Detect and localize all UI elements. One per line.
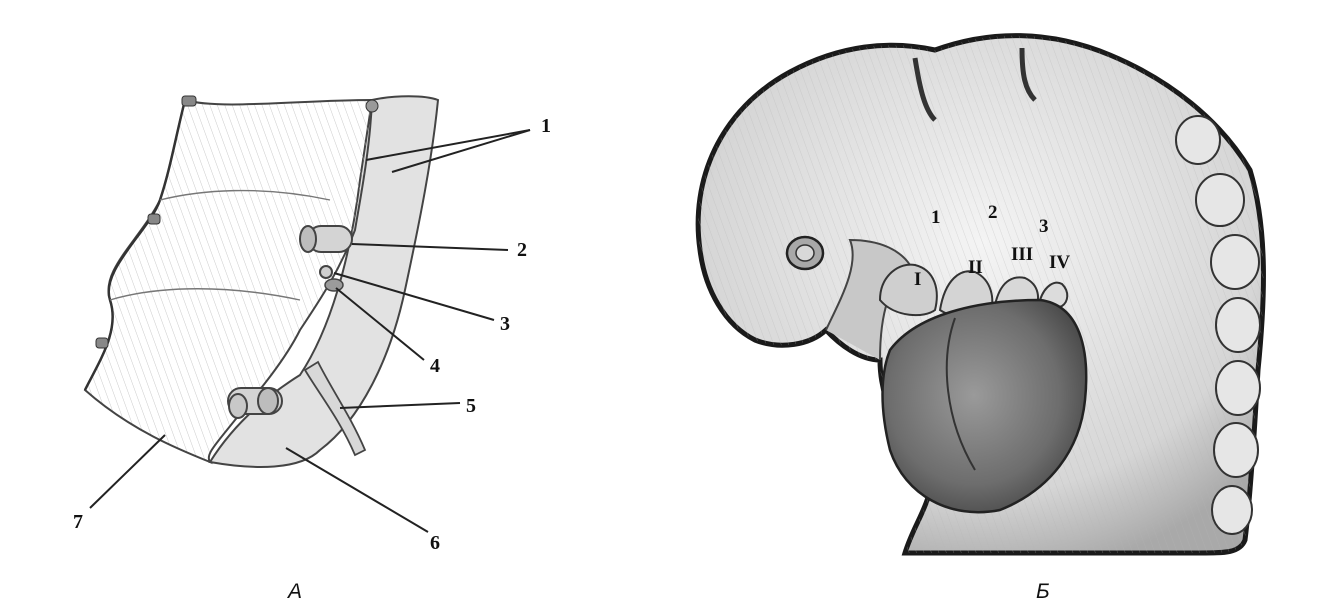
label-7: 7 [73,512,83,532]
arch-number-3: 3 [1039,217,1049,236]
caption-a: А [288,580,302,604]
cylinder-lower [228,388,282,418]
label-3: 3 [500,314,510,334]
panel-a-drawing [85,96,530,532]
cylinder-upper [300,226,352,252]
arch-number-2: 2 [988,203,998,222]
eye-placode [787,237,823,269]
arch-numeral-iii: III [1011,245,1033,264]
label-4: 4 [430,356,440,376]
arch-numeral-ii: II [968,258,983,277]
leader-line-7 [90,435,165,508]
arch-number-1: 1 [931,208,941,227]
label-5: 5 [466,396,476,416]
leader-line-6 [286,448,428,532]
panel-b-drawing [698,36,1263,553]
small-vessel [320,266,332,278]
arch-numeral-i: I [914,270,921,289]
label-6: 6 [430,533,440,553]
nerve-node [325,279,343,291]
arch-numeral-iv: IV [1049,253,1070,272]
label-1: 1 [541,116,551,136]
caption-b: Б [1036,580,1050,604]
label-2: 2 [517,240,527,260]
